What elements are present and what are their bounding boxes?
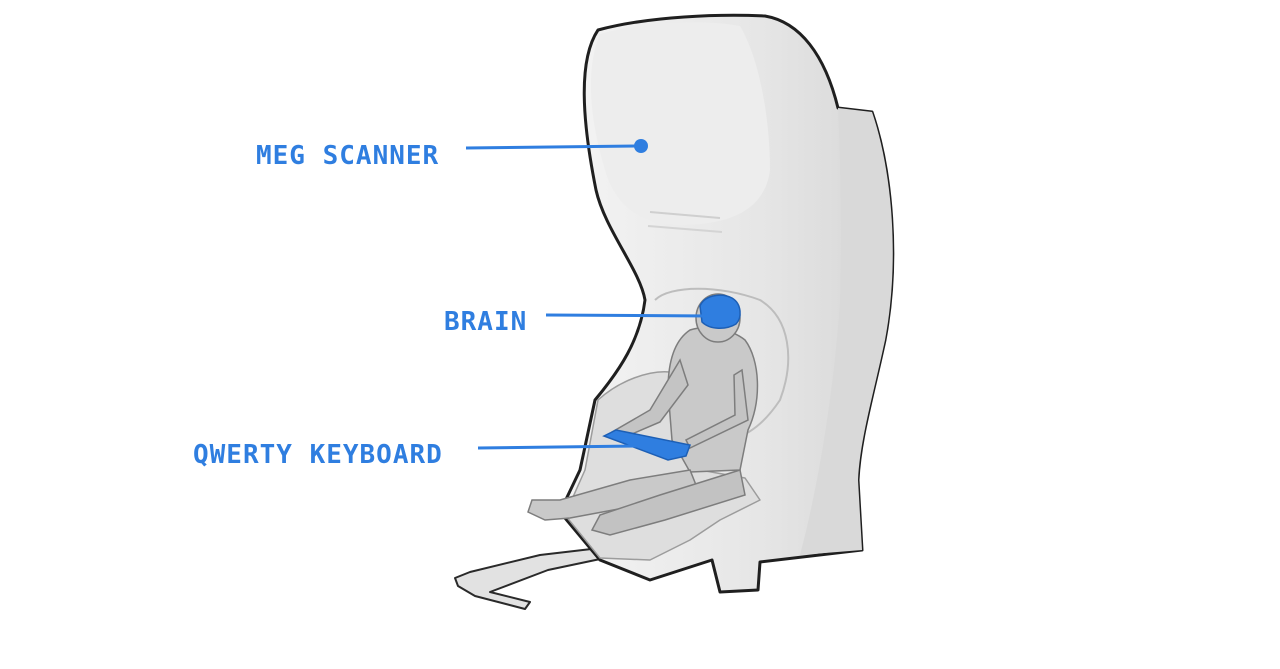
keyboard-highlight	[602, 429, 692, 461]
pointer-lines	[465, 139, 713, 450]
meg-pointer-dot	[634, 139, 648, 153]
scanner-foot-bar	[454, 547, 606, 610]
brain-label: BRAIN	[444, 307, 528, 337]
keyboard-pointer-line	[477, 444, 639, 450]
brain-highlight	[699, 294, 741, 329]
keyboard-label: QWERTY KEYBOARD	[193, 440, 443, 470]
meg-pointer-line	[465, 144, 641, 150]
meg-scanner-label: MEG SCANNER	[256, 141, 440, 171]
brain-pointer-line	[545, 313, 713, 318]
